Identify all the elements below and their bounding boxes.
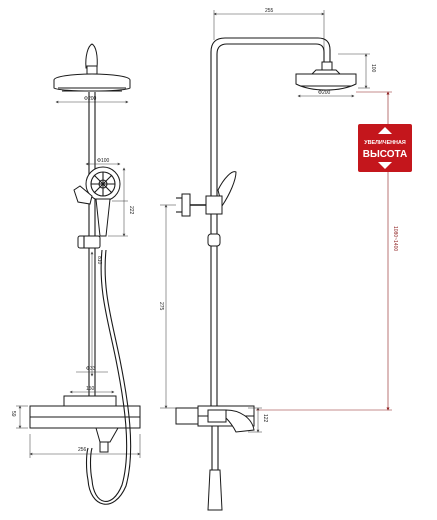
arrow-up-icon [378,127,392,134]
dim-hand-shower-diameter: Φ100 [97,158,110,164]
front-view: Φ200 Φ100 222 810 [10,43,141,505]
front-hand-shower [73,166,121,249]
badge-line-1: УВЕЛИЧЕННАЯ [364,140,406,146]
dim-rain-head-height: 100 [370,64,376,73]
dim-hand-shower-height: 222 [128,206,134,215]
increased-height-badge: УВЕЛИЧЕННАЯ ВЫСОТА [358,124,412,172]
side-mixer [175,405,255,511]
badge-line-2: ВЫСОТА [363,149,407,160]
dim-mixer-connection: 122 [262,414,268,423]
side-view: 255 100 Φ200 [158,8,398,511]
side-overhead-arm [210,37,331,70]
side-hand-shower-holder [176,171,237,247]
dim-total-height: 1080~1400 [392,226,398,251]
dim-spout-width: 150 [86,386,95,392]
dim-top-width: 255 [265,8,274,14]
front-rain-head [53,43,131,92]
front-mixer [29,395,141,453]
dim-lower-pipe: 275 [158,302,164,311]
dim-front-rain-diameter: Φ200 [84,96,97,102]
side-rain-head [295,61,357,91]
arrow-down-icon [378,162,392,169]
dim-slide-bar: 810 [96,256,102,265]
front-hose [85,249,132,505]
dim-holder-diameter: Φ33 [86,366,96,372]
dim-side-rain-diameter: Φ200 [318,90,331,96]
dim-mixer-height: 59 [10,411,16,417]
dim-mixer-width: 256 [78,447,87,453]
